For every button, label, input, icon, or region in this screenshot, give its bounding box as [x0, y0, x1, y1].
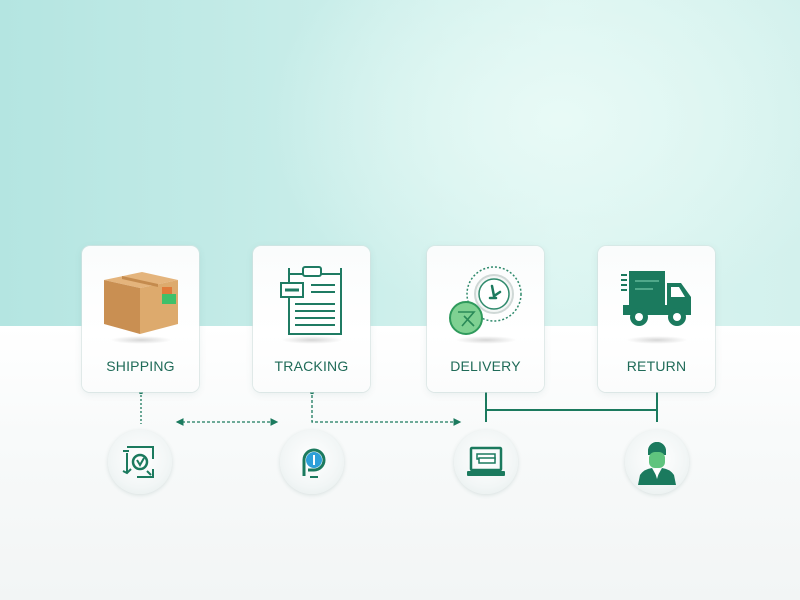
card-label: TRACKING — [274, 358, 349, 374]
node-agent[interactable] — [625, 430, 689, 494]
location-pin-icon — [302, 448, 326, 478]
scan-frame-icon — [122, 446, 154, 478]
node-laptop[interactable] — [454, 430, 518, 494]
icon-shadow — [110, 336, 172, 344]
card-label: DELIVERY — [450, 358, 521, 374]
card-label: RETURN — [626, 358, 687, 374]
laptop-icon — [467, 446, 505, 476]
card-tracking[interactable]: TRACKING — [253, 246, 370, 392]
card-delivery[interactable]: DELIVERY — [427, 246, 544, 392]
clock-badge-icon — [448, 266, 522, 335]
card-shipping[interactable]: SHIPPING — [82, 246, 199, 392]
node-scan[interactable] — [108, 430, 172, 494]
cardboard-box-icon — [103, 272, 178, 334]
card-label: SHIPPING — [106, 358, 175, 374]
support-agent-icon — [638, 442, 676, 485]
icon-shadow — [281, 336, 343, 344]
clipboard-document-icon — [279, 266, 342, 335]
delivery-truck-icon — [620, 271, 691, 326]
node-location[interactable] — [280, 430, 344, 494]
card-return[interactable]: RETURN — [598, 246, 715, 392]
icon-shadow — [626, 336, 688, 344]
icon-shadow — [455, 336, 517, 344]
